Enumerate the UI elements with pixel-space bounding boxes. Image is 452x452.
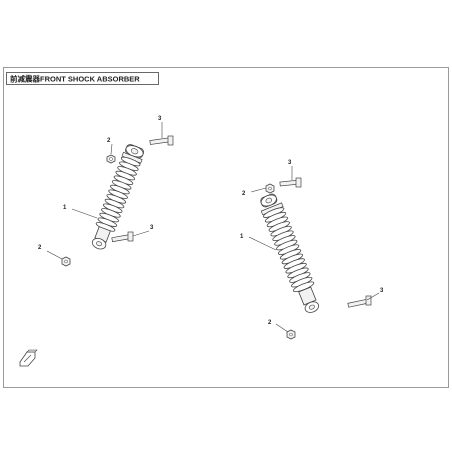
callout-left-bottom-nut: 2 [38, 245, 42, 251]
right-top-nut [265, 183, 275, 194]
right-bottom-nut [286, 329, 296, 340]
callout-left-bottom-bolt: 3 [150, 225, 154, 231]
callout-right-top-bolt: 3 [288, 160, 292, 166]
callout-left-top-bolt: 3 [158, 116, 162, 122]
callout-right-top-nut: 2 [242, 191, 246, 197]
right-spring-coils [262, 207, 315, 293]
diagram-frame [3, 67, 449, 388]
callout-left-spring: 1 [63, 205, 67, 211]
callout-right-bottom-nut: 2 [268, 320, 272, 326]
right-callouts [248, 166, 380, 333]
callout-right-bottom-bolt: 3 [380, 288, 384, 294]
right-top-bolt [279, 177, 302, 188]
callout-left-top-nut: 2 [107, 138, 111, 144]
left-bottom-nut [61, 256, 71, 267]
left-spring-coils [95, 156, 141, 232]
left-bottom-bolt [111, 231, 134, 243]
front-direction-icon [19, 349, 38, 367]
left-top-nut [106, 154, 116, 164]
right-shock-absorber [260, 193, 320, 313]
page-title: 前减震器FRONT SHOCK ABSORBER [10, 74, 140, 84]
callout-right-spring: 1 [240, 234, 244, 240]
left-shock-absorber [91, 144, 144, 250]
right-bottom-bolt [347, 295, 372, 308]
title-box: 前减震器FRONT SHOCK ABSORBER [6, 72, 159, 85]
left-top-bolt [149, 135, 174, 146]
left-callouts [46, 122, 163, 260]
